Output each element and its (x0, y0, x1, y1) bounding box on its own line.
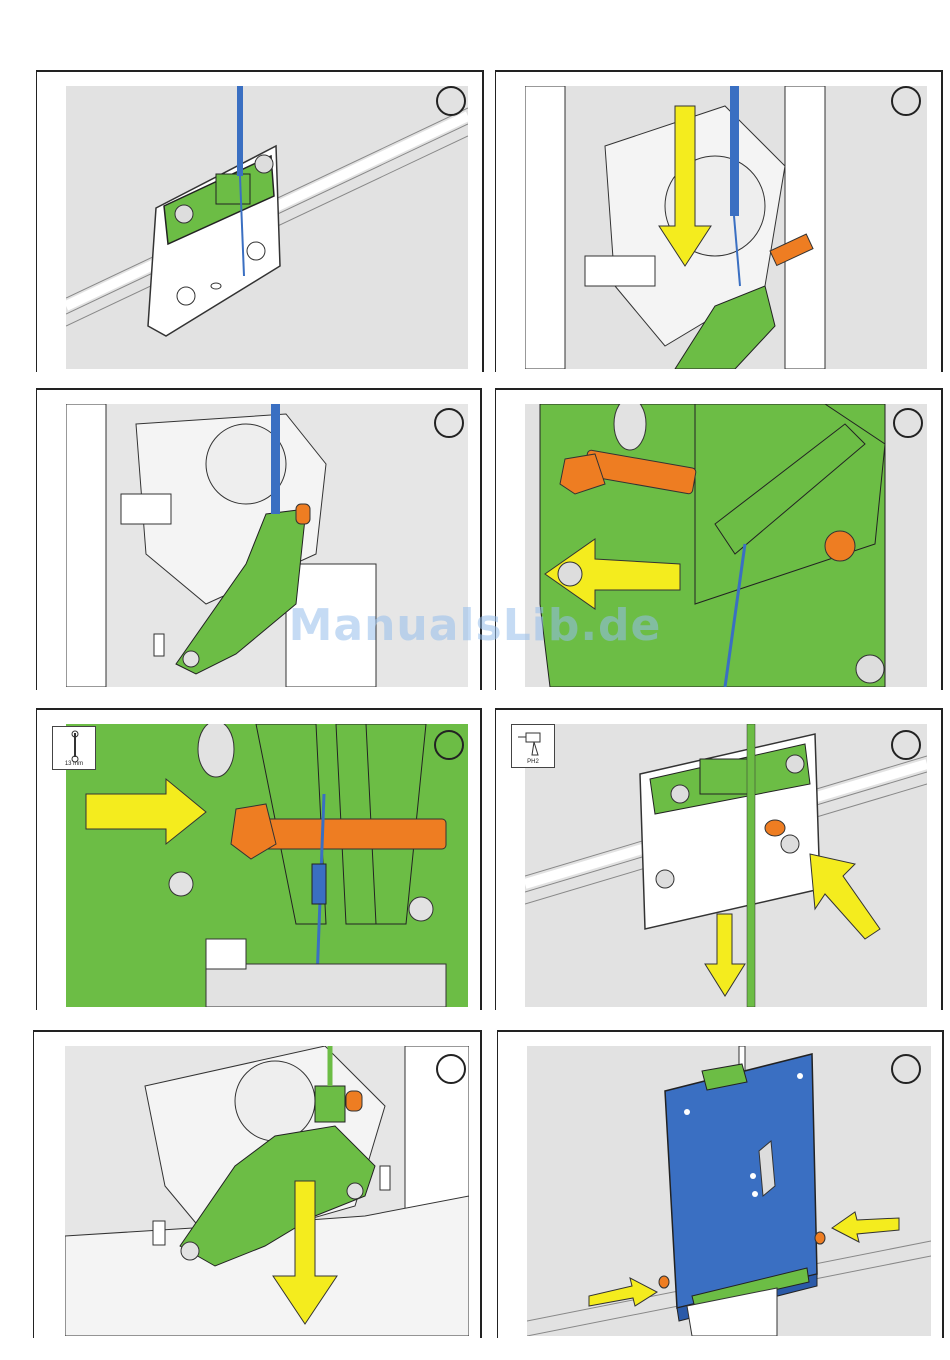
panel-2 (495, 70, 945, 375)
tool-wrench-icon: 13 mm (52, 726, 96, 770)
panel-7 (33, 1030, 484, 1340)
illustration-rail-bracket (66, 86, 468, 369)
illustration-bracket-bolt (66, 404, 468, 687)
illustration-remove-bolt (525, 404, 927, 687)
panel-6: PH2 (495, 708, 945, 1013)
step-circle (891, 1054, 921, 1084)
step-circle (434, 730, 464, 760)
illustration-lower-assembly (65, 1046, 469, 1336)
panel-1 (36, 70, 484, 375)
step-circle (436, 86, 466, 116)
panel-4 (495, 388, 945, 693)
panel-8 (497, 1030, 947, 1340)
illustration-tighten-screw (525, 724, 927, 1007)
illustration-insert-bolt (66, 724, 468, 1007)
illustration-mechanism-arrow-down (525, 86, 927, 369)
step-circle (434, 408, 464, 438)
tool-screwdriver-icon: PH2 (511, 724, 555, 768)
step-circle (893, 408, 923, 438)
panel-3 (36, 388, 484, 693)
step-circle (891, 86, 921, 116)
step-circle (891, 730, 921, 760)
panel-5: 13 mm (36, 708, 484, 1013)
illustration-blue-cover (527, 1046, 931, 1336)
step-circle (436, 1054, 466, 1084)
tool-size-label: 13 mm (53, 761, 95, 767)
tool-bit-label: PH2 (512, 759, 554, 765)
